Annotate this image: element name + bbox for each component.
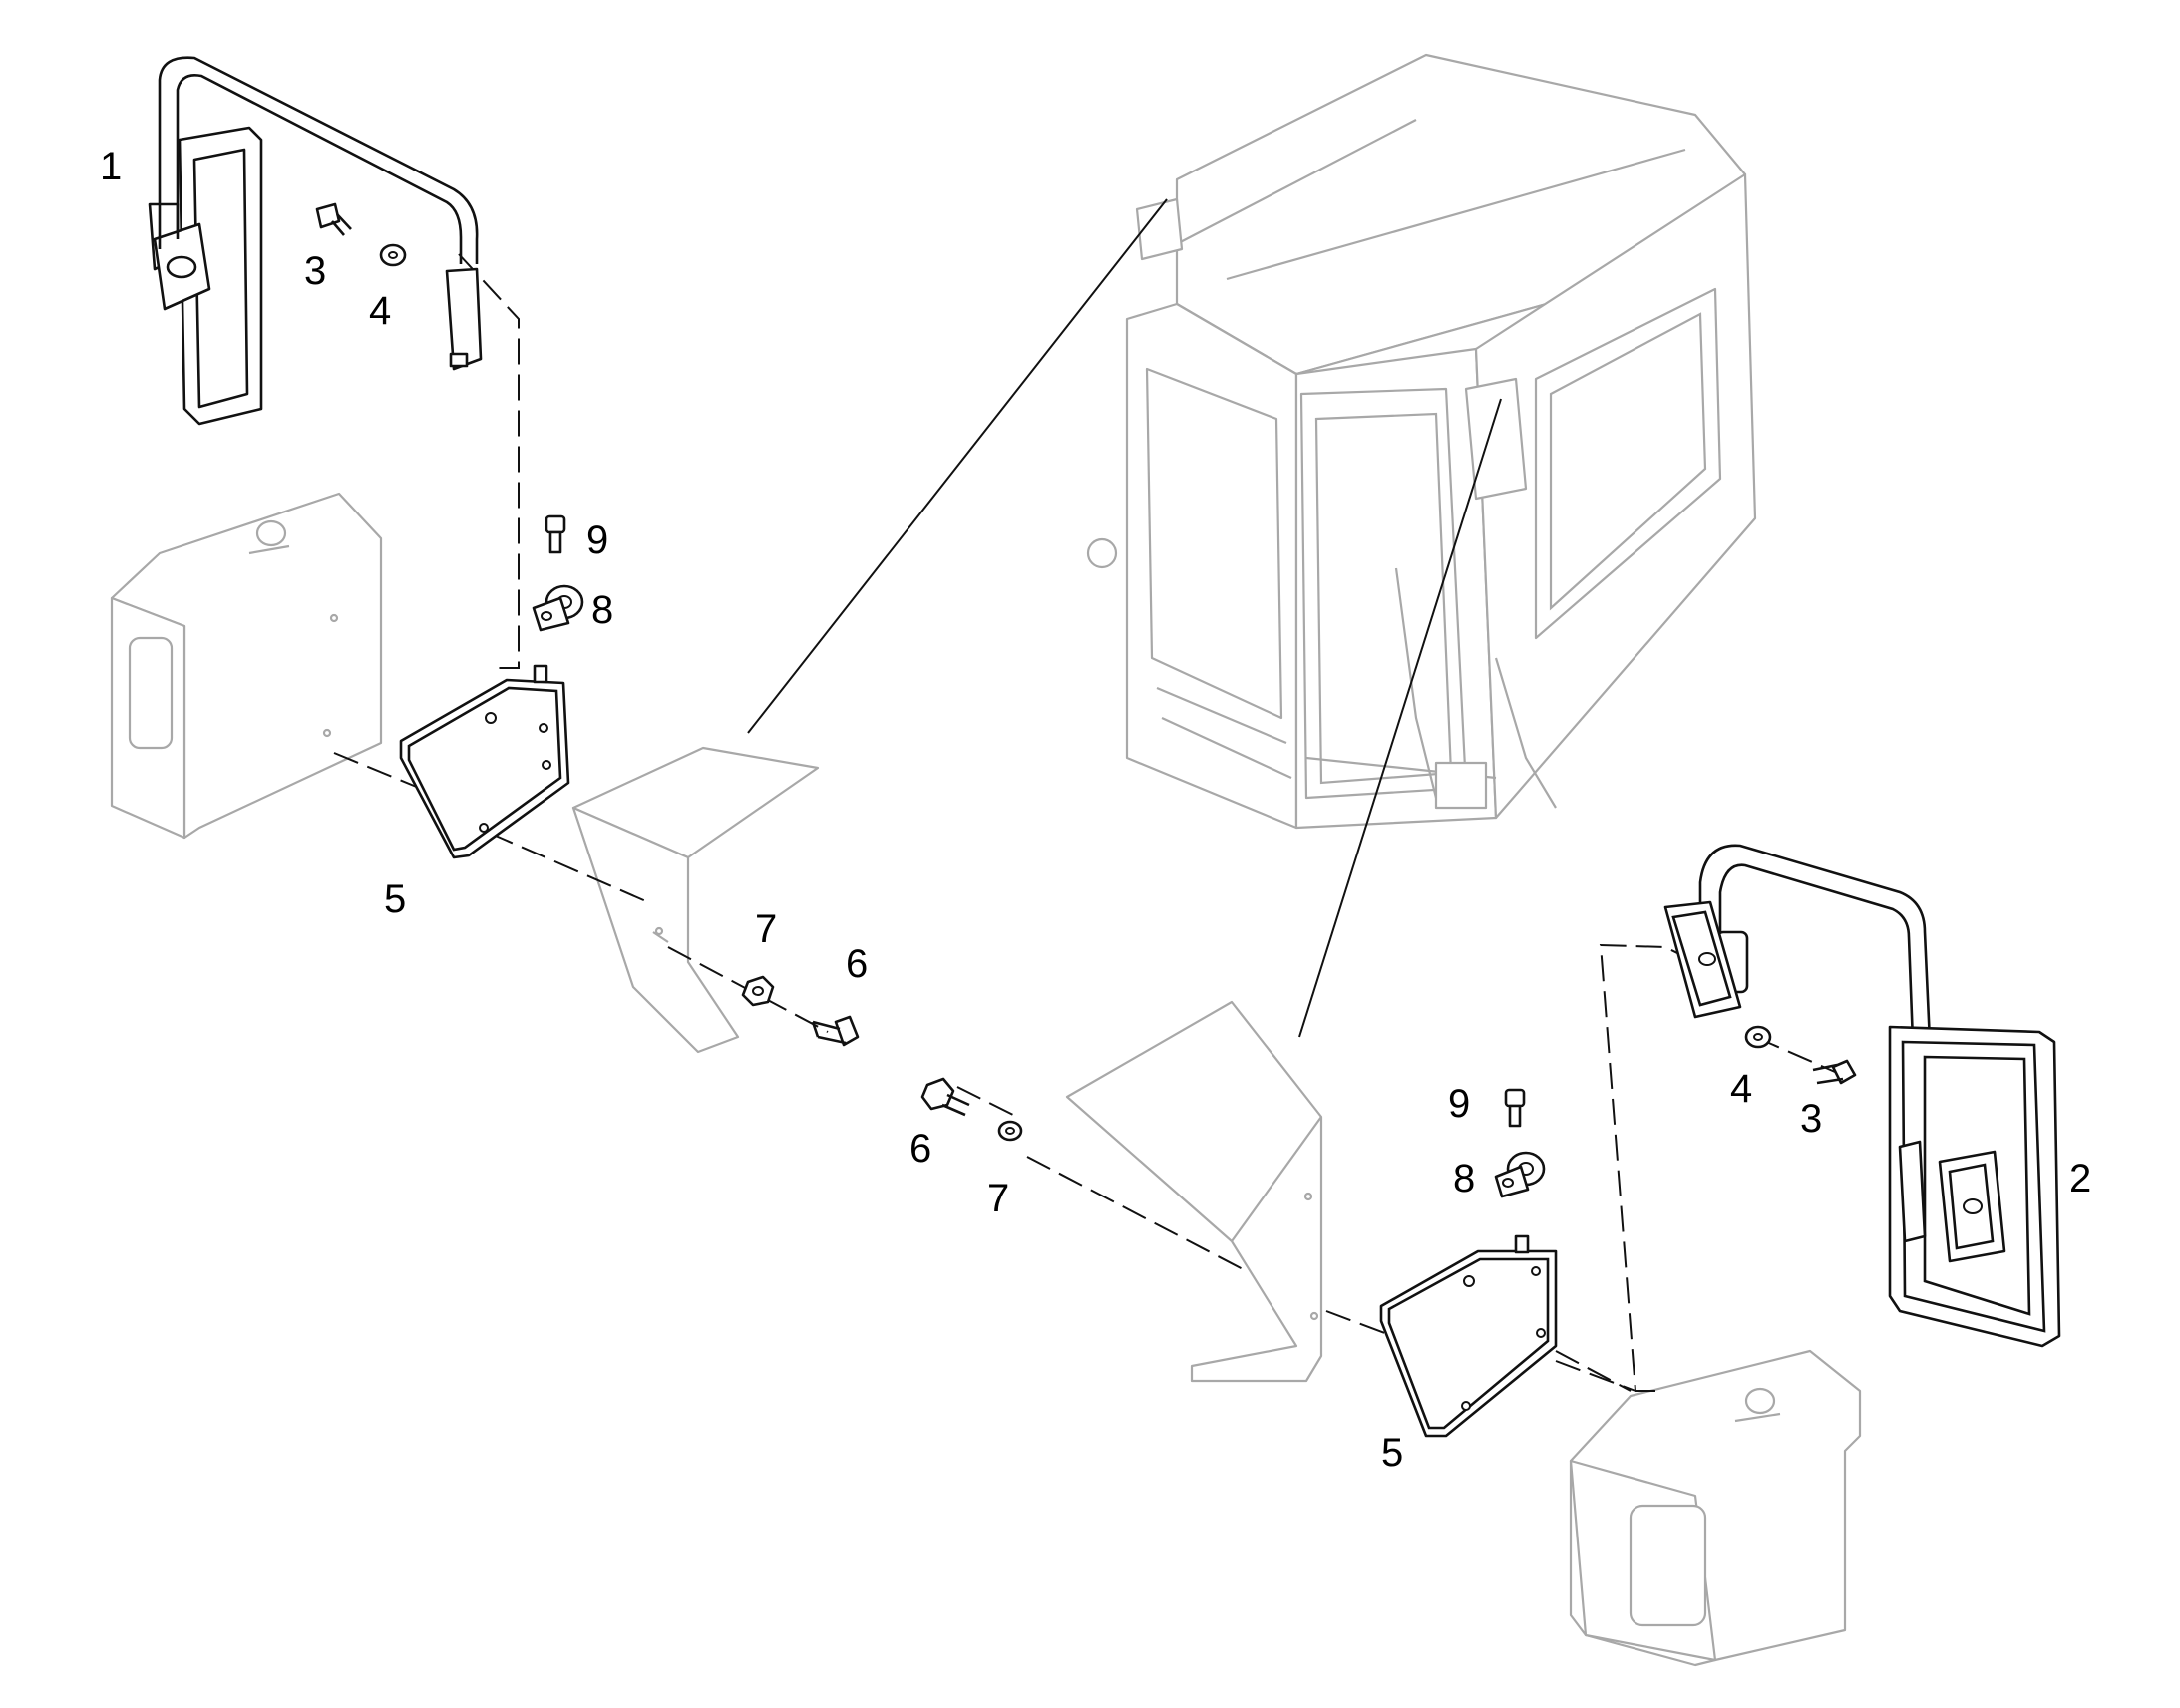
callout-label: 9 (1448, 1082, 1470, 1126)
mirror-assembly-2 (1663, 844, 2061, 1348)
bolt-6-left (811, 1015, 860, 1047)
washer-4-right (1744, 1025, 1772, 1049)
callout-label: 5 (1381, 1431, 1403, 1475)
callout-label: 8 (1453, 1157, 1475, 1200)
washer-7-center (997, 1120, 1023, 1142)
callout-label: 9 (586, 518, 608, 562)
callout-label: 4 (369, 289, 391, 333)
bolt-3-left (315, 202, 352, 236)
callout-label: 2 (2069, 1157, 2091, 1200)
cab-outline (1086, 53, 1757, 830)
callout-labels: 1 3 4 9 8 5 7 6 6 7 9 8 4 3 2 5 (100, 145, 2091, 1475)
leader-lines (747, 198, 1502, 1038)
work-light-left (110, 492, 383, 840)
callout-label: 8 (591, 588, 613, 632)
callout-label: 4 (1730, 1067, 1752, 1111)
callout-label: 5 (384, 877, 406, 921)
screw-9-right (1504, 1088, 1526, 1128)
clamp-8-left (532, 584, 584, 632)
callout-label: 6 (909, 1127, 931, 1171)
callout-label: 6 (846, 942, 868, 986)
mirror-assembly-1 (148, 56, 483, 426)
bolt-6-center (920, 1077, 970, 1117)
callout-label: 3 (1800, 1097, 1822, 1141)
plate-5-right (1379, 1234, 1558, 1438)
washer-4-left (379, 243, 407, 267)
work-light-right (1569, 1349, 1862, 1667)
callout-label: 3 (304, 249, 326, 293)
callout-label: 7 (987, 1177, 1009, 1220)
bracket-right (1065, 1000, 1323, 1383)
nut-7-left (741, 975, 775, 1007)
plate-5-left (399, 664, 570, 859)
bracket-left (571, 746, 820, 1054)
clamp-8-right (1494, 1151, 1546, 1198)
callout-label: 1 (100, 145, 122, 188)
bolt-3-right (1812, 1059, 1857, 1085)
callout-label: 7 (755, 907, 777, 951)
screw-9-left (545, 514, 566, 554)
